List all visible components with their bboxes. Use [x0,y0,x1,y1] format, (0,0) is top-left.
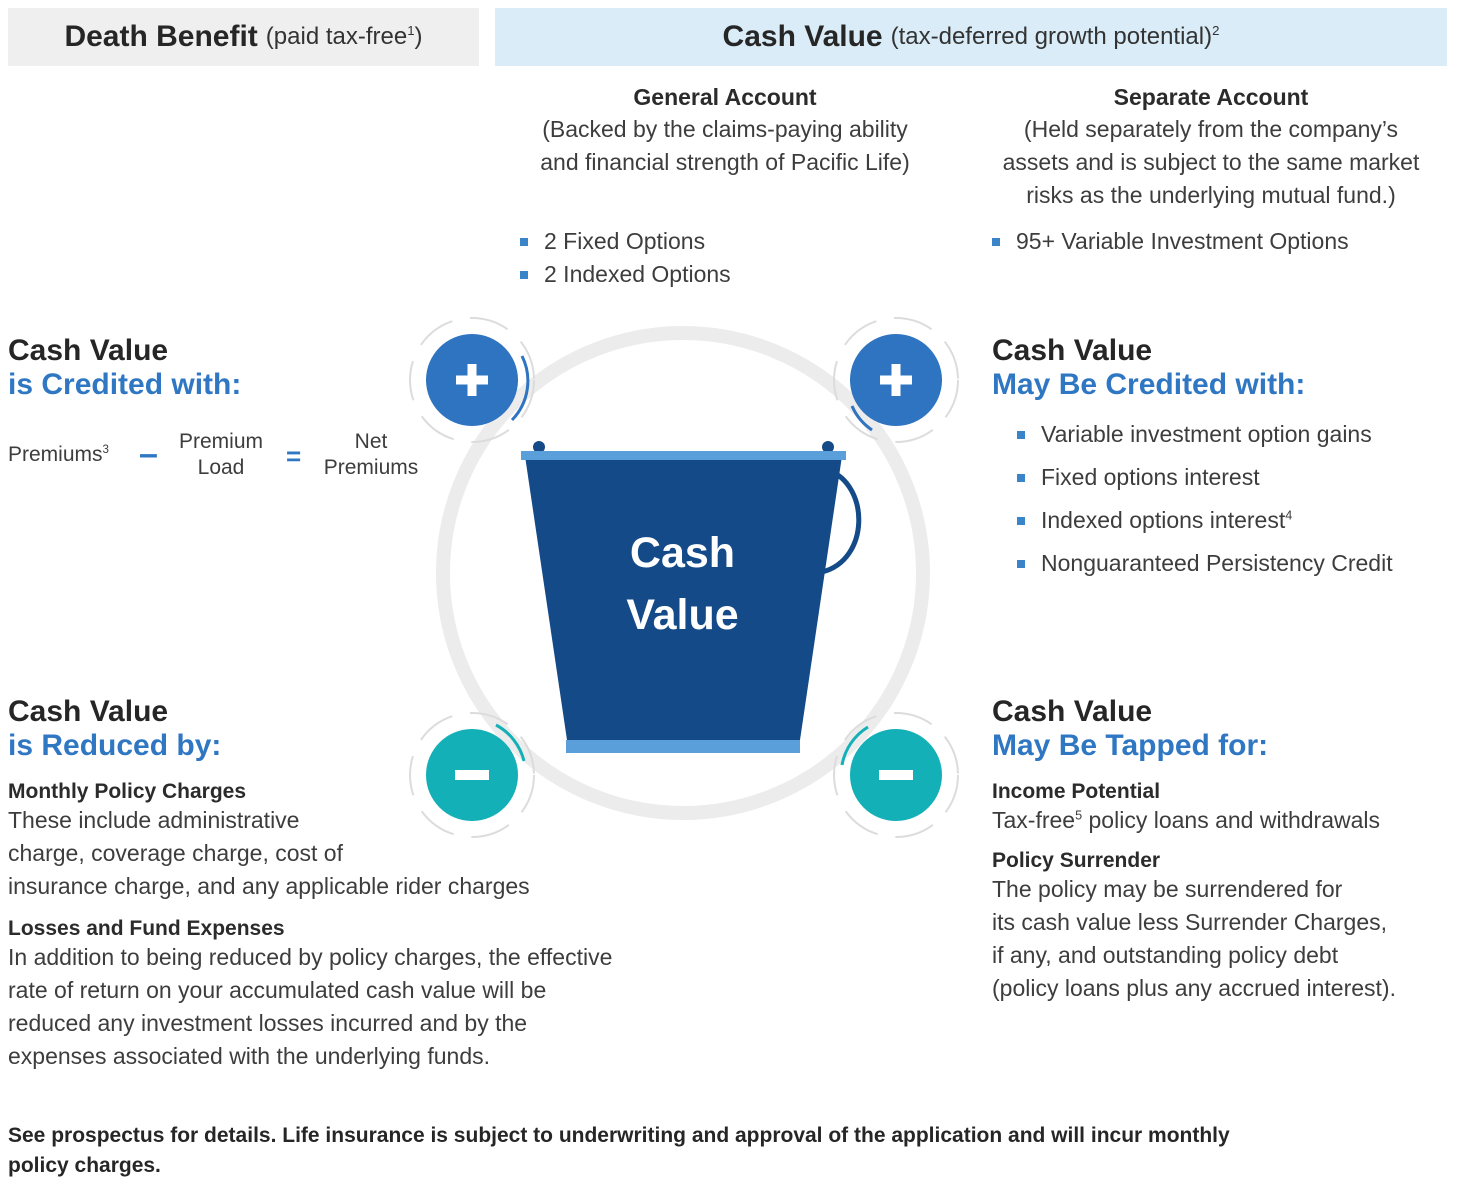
may-credited-list: Variable investment option gains Fixed o… [1015,418,1393,580]
list-item: Fixed options interest [1015,461,1393,494]
plus-icon [409,317,535,443]
reduced-details: Monthly Policy Charges These include adm… [8,780,728,1073]
general-account-list: 2 Fixed Options 2 Indexed Options [518,225,731,291]
footer-disclaimer: See prospectus for details. Life insuran… [8,1124,1230,1177]
monthly-charges-text: These include administrative charge, cov… [8,807,530,899]
minus-icon [833,712,959,838]
tapped-heading: Cash Value May Be Tapped for: [992,695,1269,762]
general-account-title: General Account [633,84,817,110]
separate-account: Separate Account (Held separately from t… [975,84,1447,212]
death-benefit-header: Death Benefit (paid tax-free1) [8,8,479,66]
list-item: 2 Indexed Options [518,258,731,291]
tapped-details: Income Potential Tax-free5 policy loans … [992,780,1452,1005]
cash-value-title: Cash Value [722,20,883,53]
cycle-ring [436,326,930,820]
minus-operator: – [139,435,158,473]
monthly-charges-title: Monthly Policy Charges [8,780,247,803]
may-credited-heading: Cash Value May Be Credited with: [992,334,1306,401]
list-item: Nonguaranteed Persistency Credit [1015,547,1393,580]
cash-value-diagram [409,317,959,838]
losses-text: In addition to being reduced by policy c… [8,944,613,1069]
cash-value-note: (tax-deferred growth potential)2 [890,23,1220,50]
list-item: 95+ Variable Investment Options [990,225,1349,258]
reduced-heading: Cash Value is Reduced by: [8,695,222,762]
credited-heading: Cash Value is Credited with: [8,334,242,401]
policy-surrender-text: The policy may be surrendered for its ca… [992,876,1396,1001]
list-item: Indexed options interest4 [1015,504,1393,537]
plus-icon [833,317,959,443]
bucket-label: Cash Value [626,529,739,639]
cash-value-header: Cash Value (tax-deferred growth potentia… [495,8,1447,66]
bucket-icon [521,441,862,753]
list-item: Variable investment option gains [1015,418,1393,451]
income-potential-text: Tax-free5 policy loans and withdrawals [992,807,1381,833]
minus-icon [409,712,535,838]
general-account-description: (Backed by the claims-paying ability and… [540,116,910,175]
death-benefit-title: Death Benefit [64,20,258,53]
list-item: 2 Fixed Options [518,225,731,258]
policy-surrender-title: Policy Surrender [992,849,1161,872]
premiums-term: Premiums3 [8,443,109,466]
separate-account-description: (Held separately from the company’s asse… [1002,116,1420,208]
losses-title: Losses and Fund Expenses [8,917,285,940]
separate-account-list: 95+ Variable Investment Options [990,225,1349,258]
separate-account-title: Separate Account [1113,84,1309,110]
death-benefit-note: (paid tax-free1) [265,23,423,50]
income-potential-title: Income Potential [992,780,1161,803]
general-account: General Account (Backed by the claims-pa… [505,84,945,179]
equals-operator: = [286,441,302,471]
